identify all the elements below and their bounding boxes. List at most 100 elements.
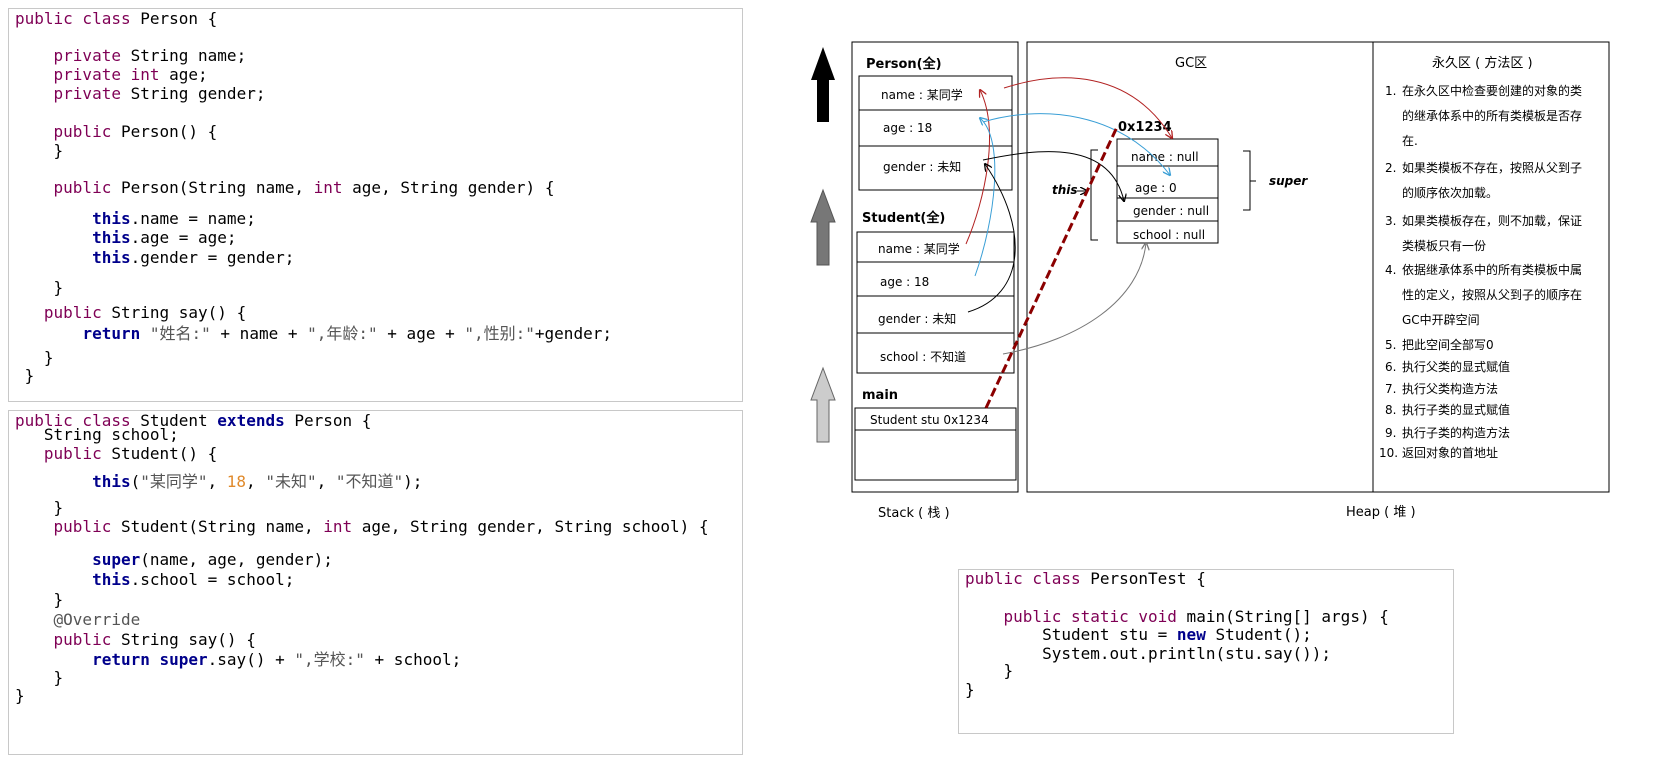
- permanent-step-text: GC中开辟空间: [1402, 312, 1480, 327]
- code-token: private int: [53, 65, 160, 84]
- code-token: Student() {: [101, 444, 218, 463]
- code-line: this.age = age;: [15, 229, 237, 247]
- permanent-title: 永久区 ( 方法区 ): [1432, 55, 1533, 71]
- this-label: this: [1052, 183, 1078, 197]
- permanent-step-number: 9.: [1385, 426, 1396, 440]
- permanent-step-number: 5.: [1385, 338, 1396, 352]
- code-token: "不知道": [335, 472, 404, 491]
- code-token: public static void: [1003, 607, 1177, 626]
- code-token: public: [53, 517, 112, 536]
- code-token: }: [15, 668, 64, 687]
- code-token: @Override: [53, 610, 141, 629]
- code-token: PersonTest {: [1080, 569, 1206, 588]
- code-token: main(String[] args) {: [1176, 607, 1389, 626]
- code-token: + school;: [364, 650, 462, 669]
- code-token: }: [15, 141, 64, 160]
- code-token: "某同学": [140, 472, 208, 491]
- code-token: +gender;: [534, 324, 612, 343]
- code-token: (: [130, 472, 141, 491]
- code-line: public class PersonTest {: [965, 570, 1206, 588]
- code-line: public Person(String name, int age, Stri…: [15, 178, 555, 197]
- code-token: return: [82, 324, 141, 343]
- code-token: }: [965, 680, 975, 699]
- code-token: Student stu =: [965, 625, 1177, 644]
- this-bracket: [1090, 149, 1098, 241]
- code-line: public Student(String name, int age, Str…: [15, 518, 709, 536]
- heap-object-field: name : null: [1131, 150, 1199, 164]
- arrow-up-light-gray-icon: [810, 366, 836, 443]
- code-line: Student stu = new Student();: [965, 626, 1312, 644]
- heap-address: 0x1234: [1118, 120, 1172, 135]
- permanent-step-text: 执行子类的显式赋值: [1402, 402, 1510, 417]
- stack-person-title: Person(全): [866, 56, 942, 72]
- code-token: super: [92, 550, 141, 569]
- code-token: Person() {: [111, 122, 218, 141]
- permanent-step-text: 性的定义，按照从父到子的顺序在: [1402, 287, 1582, 302]
- code-line: public Student() {: [15, 445, 217, 463]
- permanent-step-text: 把此空间全部写0: [1402, 337, 1494, 352]
- permanent-step-number: 7.: [1385, 382, 1396, 396]
- code-token: extends: [217, 411, 285, 430]
- code-token: Person {: [130, 9, 218, 28]
- stack-person-field: gender : 未知: [883, 160, 961, 174]
- stack-student-field: age : 18: [880, 275, 929, 289]
- permanent-step-text: 的顺序依次加载。: [1402, 185, 1498, 200]
- code-token: }: [15, 590, 64, 609]
- code-token: Person(String name,: [111, 178, 314, 197]
- code-token: int: [323, 517, 353, 536]
- code-line: }: [15, 668, 64, 687]
- code-token: .school = school;: [130, 570, 295, 589]
- heap-caption: Heap ( 堆 ): [1346, 505, 1416, 520]
- code-token: String gender;: [120, 84, 266, 103]
- code-line: return "姓名:" + name + ",年龄:" + age + ",性…: [15, 325, 612, 343]
- code-token: public class: [965, 569, 1081, 588]
- code-token: return super: [92, 650, 208, 669]
- permanent-step-number: 10.: [1379, 446, 1398, 460]
- code-line: String school;: [15, 426, 179, 444]
- code-token: Person {: [284, 411, 372, 430]
- permanent-step-text: 执行父类的显式赋值: [1402, 359, 1510, 374]
- code-token: + name +: [210, 324, 308, 343]
- code-token: age, String gender, String school) {: [352, 517, 709, 536]
- code-line: }: [15, 141, 64, 160]
- permanent-step-text: 依据继承体系中的所有类模板中属: [1402, 262, 1582, 277]
- code-token: .gender = gender;: [130, 248, 295, 267]
- code-token: (name, age, gender);: [140, 550, 333, 569]
- code-token: }: [15, 686, 25, 705]
- code-line: this.name = name;: [15, 210, 256, 228]
- permanent-step-number: 1.: [1385, 84, 1396, 98]
- code-token: ",年龄:": [307, 324, 378, 343]
- code-line: this.gender = gender;: [15, 249, 294, 267]
- code-line: }: [15, 687, 25, 705]
- code-token: System.out.println(stu.say());: [965, 644, 1332, 663]
- code-token: .name = name;: [130, 209, 256, 228]
- blue-arrow-student-age-to-person: [974, 118, 996, 277]
- stack-main-title: main: [862, 388, 898, 403]
- code-line: private String gender;: [15, 84, 266, 103]
- code-token: private: [53, 84, 121, 103]
- heap-object-field: age : 0: [1135, 181, 1177, 195]
- permanent-step-text: 如果类模板不存在，按照从父到子: [1402, 160, 1582, 175]
- code-token: this: [92, 472, 131, 491]
- stack-student-field: school : 不知道: [880, 350, 966, 364]
- code-token: public: [43, 303, 102, 322]
- code-line: super(name, age, gender);: [15, 551, 333, 569]
- code-token: String school;: [15, 425, 179, 444]
- code-line: }: [15, 590, 64, 609]
- code-line: }: [15, 279, 64, 297]
- heap-object-field: gender : null: [1133, 204, 1209, 218]
- stack-person-field: age : 18: [883, 121, 932, 135]
- code-token: ,: [246, 472, 266, 491]
- dashed-reference-line: [984, 126, 1119, 409]
- code-line: public Person() {: [15, 122, 218, 141]
- student-code-panel: public class Student extends Person { St…: [8, 410, 743, 755]
- code-token: public: [53, 630, 112, 649]
- code-token: ",学校:": [294, 650, 365, 669]
- arrow-up-dark-gray-icon: [810, 188, 836, 266]
- code-line: public class Student extends Person {: [15, 412, 371, 430]
- code-token: this: [92, 248, 131, 267]
- code-line: }: [15, 499, 64, 517]
- code-token: new: [1176, 625, 1206, 644]
- code-token: private: [53, 46, 121, 65]
